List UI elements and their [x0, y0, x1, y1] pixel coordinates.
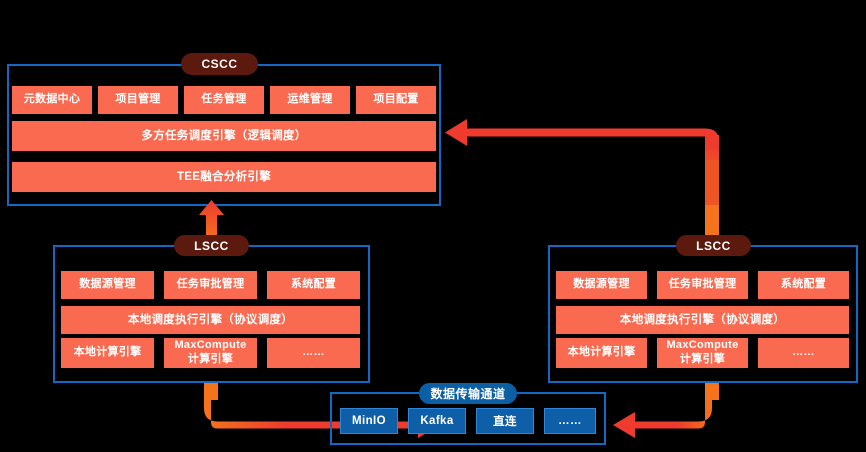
cscc-module-project-config[interactable]: 项目配置: [356, 86, 436, 114]
lscc-right-compute-more[interactable]: ……: [758, 338, 849, 368]
data-channel-item-kafka[interactable]: Kafka: [408, 408, 466, 434]
lscc-left-module-system-config[interactable]: 系统配置: [267, 271, 360, 299]
lscc-left-compute-local[interactable]: 本地计算引擎: [61, 338, 154, 368]
data-channel-item-direct[interactable]: 直连: [476, 408, 534, 434]
data-channel-item-more[interactable]: ……: [544, 408, 596, 434]
lscc-right-module-system-config[interactable]: 系统配置: [758, 271, 849, 299]
data-channel-item-minio[interactable]: MinIO: [340, 408, 398, 434]
lscc-right-compute-local[interactable]: 本地计算引擎: [556, 338, 647, 368]
lscc-right-module-datasource[interactable]: 数据源管理: [556, 271, 647, 299]
arrow-lscc-right-to-cscc: [445, 119, 719, 245]
lscc-left-module-task-approval[interactable]: 任务审批管理: [164, 271, 257, 299]
lscc-left-pill-label: LSCC: [174, 235, 249, 256]
lscc-left-compute-more[interactable]: ……: [267, 338, 360, 368]
lscc-right-local-engine[interactable]: 本地调度执行引擎（协议调度）: [556, 306, 849, 334]
cscc-tee-engine[interactable]: TEE融合分析引擎: [12, 162, 436, 192]
cscc-module-metadata-center[interactable]: 元数据中心: [12, 86, 92, 114]
lscc-left-module-datasource[interactable]: 数据源管理: [61, 271, 154, 299]
arrow-lscc-right-to-channel: [613, 383, 719, 438]
lscc-right-compute-maxcompute[interactable]: MaxCompute 计算引擎: [657, 338, 748, 368]
lscc-left-compute-maxcompute[interactable]: MaxCompute 计算引擎: [164, 338, 257, 368]
cscc-module-project-management[interactable]: 项目管理: [98, 86, 178, 114]
cscc-module-task-management[interactable]: 任务管理: [184, 86, 264, 114]
cscc-pill-label: CSCC: [181, 53, 258, 75]
cscc-module-ops-management[interactable]: 运维管理: [270, 86, 350, 114]
lscc-left-local-engine[interactable]: 本地调度执行引擎（协议调度）: [61, 306, 360, 334]
cscc-scheduler-engine[interactable]: 多方任务调度引擎（逻辑调度）: [12, 121, 436, 151]
lscc-right-module-task-approval[interactable]: 任务审批管理: [657, 271, 748, 299]
lscc-right-pill-label: LSCC: [676, 235, 751, 256]
data-channel-pill-label: 数据传输通道: [419, 383, 517, 404]
